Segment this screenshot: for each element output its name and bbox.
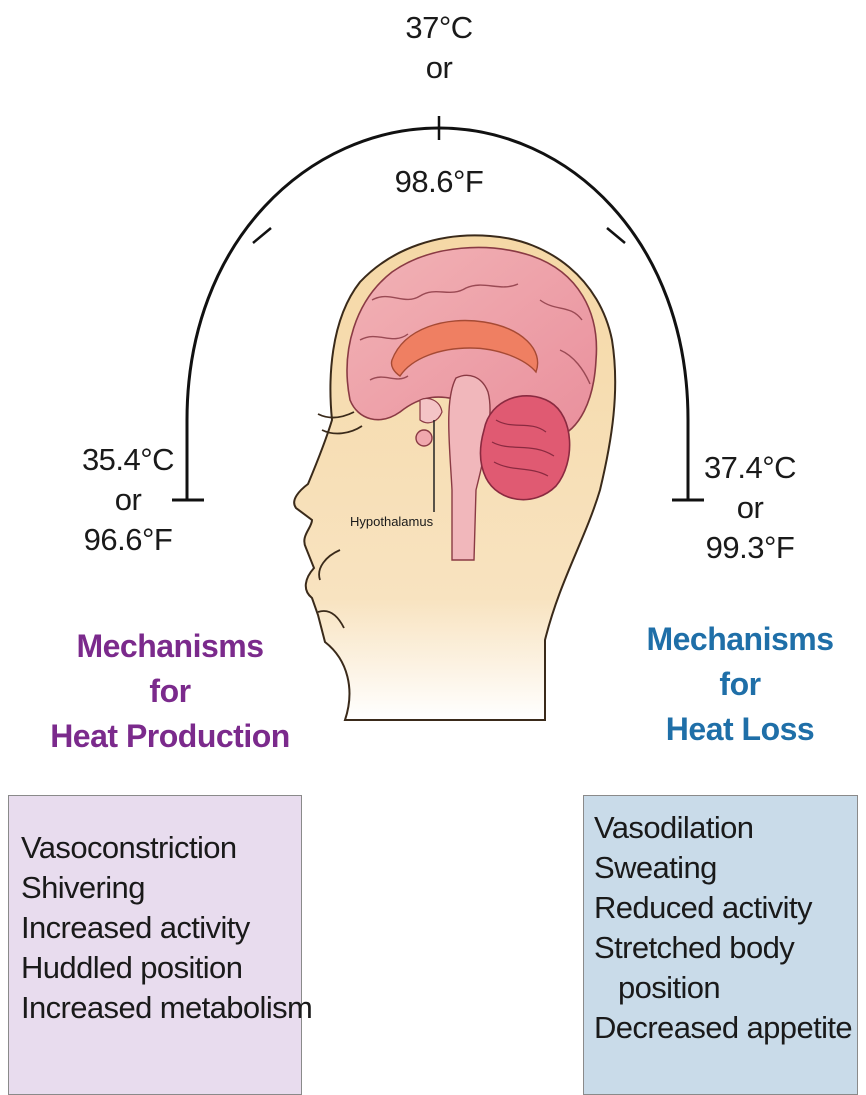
left-fahrenheit: 96.6°F xyxy=(58,520,198,560)
heat-loss-title-line: Heat Loss xyxy=(620,707,860,752)
heat-production-list: Vasoconstriction Shivering Increased act… xyxy=(21,828,301,1028)
list-item: Vasodilation xyxy=(594,808,857,848)
pituitary xyxy=(416,430,432,446)
heat-production-title-line: Heat Production xyxy=(40,714,300,759)
scale-tick-right xyxy=(607,228,625,243)
left-celsius: 35.4°C xyxy=(58,440,198,480)
list-item: Shivering xyxy=(21,868,301,908)
list-item: Reduced activity xyxy=(594,888,857,928)
list-item: Increased metabolism xyxy=(21,988,301,1028)
scale-tick-left xyxy=(253,228,271,243)
list-item: Stretched body xyxy=(594,928,857,968)
heat-loss-box: Vasodilation Sweating Reduced activity S… xyxy=(583,795,858,1095)
left-or: or xyxy=(58,480,198,520)
right-celsius: 37.4°C xyxy=(680,448,820,488)
left-temperature-label: 35.4°C or 96.6°F xyxy=(58,440,198,560)
list-item: Huddled position xyxy=(21,948,301,988)
right-temperature-label: 37.4°C or 99.3°F xyxy=(680,448,820,568)
heat-loss-list: Vasodilation Sweating Reduced activity S… xyxy=(594,808,857,1048)
list-item: Vasoconstriction xyxy=(21,828,301,868)
right-fahrenheit: 99.3°F xyxy=(680,528,820,568)
hypothalamus-label: Hypothalamus xyxy=(350,514,433,529)
top-temperature-label: 37°C or xyxy=(379,8,499,88)
heat-production-title: Mechanisms for Heat Production xyxy=(40,624,300,759)
list-item: Increased activity xyxy=(21,908,301,948)
heat-production-box: Vasoconstriction Shivering Increased act… xyxy=(8,795,302,1095)
right-or: or xyxy=(680,488,820,528)
top-fahrenheit: 98.6°F xyxy=(369,162,509,202)
list-item: Decreased appetite xyxy=(594,1008,857,1048)
top-celsius: 37°C xyxy=(379,8,499,48)
list-item: Sweating xyxy=(594,848,857,888)
list-item: position xyxy=(594,968,857,1008)
heat-production-title-line: Mechanisms xyxy=(40,624,300,669)
heat-loss-title-line: Mechanisms xyxy=(620,617,860,662)
heat-production-title-line: for xyxy=(40,669,300,714)
heat-loss-title: Mechanisms for Heat Loss xyxy=(620,617,860,752)
top-or: or xyxy=(379,48,499,88)
heat-loss-title-line: for xyxy=(620,662,860,707)
